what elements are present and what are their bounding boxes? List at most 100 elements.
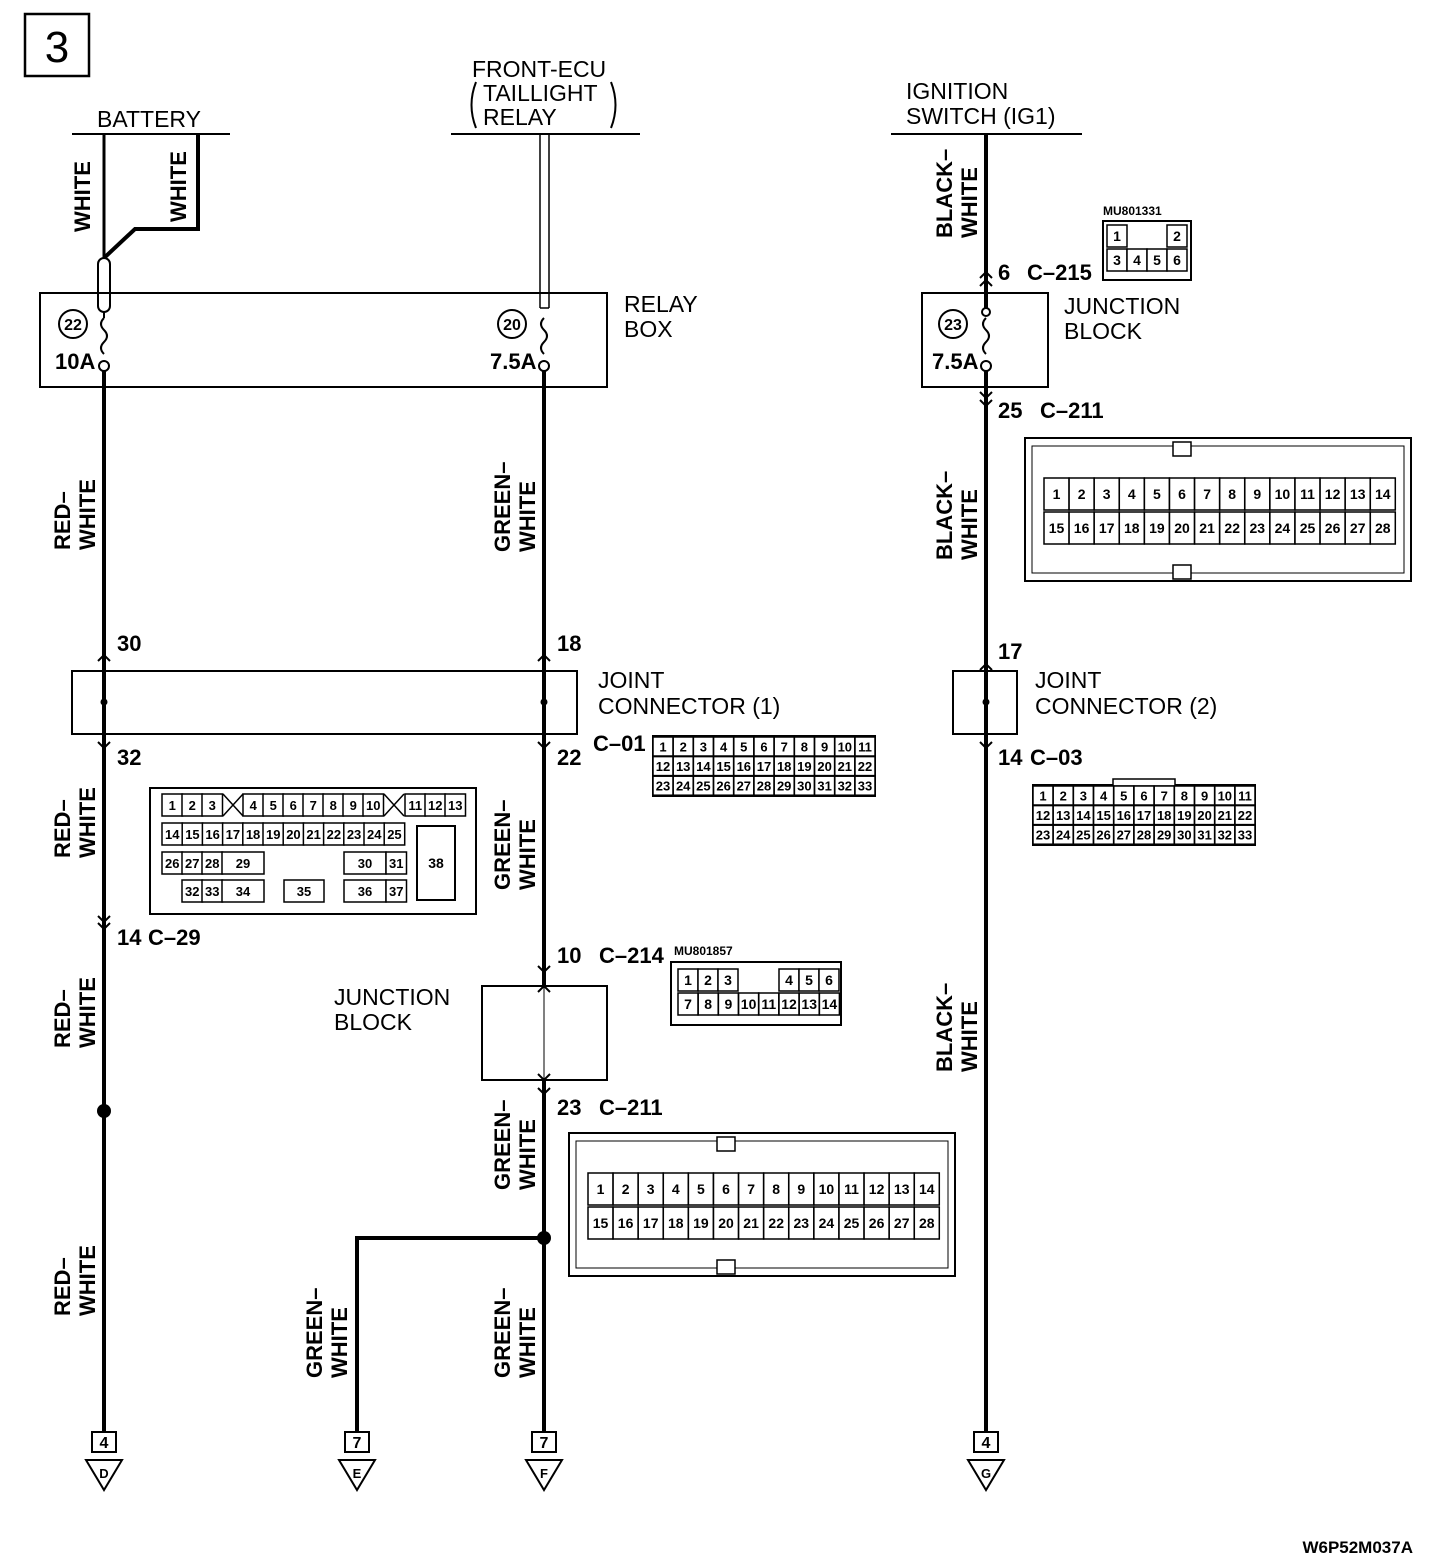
c211-upper-pin-23: 23 — [1250, 520, 1266, 536]
c29-pin-18: 18 — [246, 827, 260, 842]
c215-pin-2: 2 — [1173, 228, 1181, 244]
wire-color-green-white-2b: WHITE — [515, 819, 540, 890]
c29-pin-36: 36 — [358, 884, 372, 899]
c01-pin-17: 17 — [757, 759, 771, 774]
terminal-f-letter: F — [540, 1466, 548, 1481]
c29-pin-12: 12 — [428, 798, 442, 813]
wire-color-black-white-2a: BLACK– — [932, 471, 957, 560]
pin-25: 25 — [998, 398, 1022, 423]
wire-color-white-1: WHITE — [70, 161, 95, 232]
wire-color-black-white-1b: WHITE — [957, 167, 982, 238]
joint-connector-2-label-2: CONNECTOR (2) — [1035, 693, 1217, 719]
fuse-22-number: 22 — [64, 317, 82, 334]
c29-pin-37: 37 — [389, 884, 403, 899]
c29-pin-6: 6 — [290, 798, 297, 813]
c01-pin-1: 1 — [659, 740, 666, 755]
c03-pin-32: 32 — [1218, 828, 1232, 843]
wire-color-red-white-1a: RED– — [50, 491, 75, 550]
terminal-f-number: 7 — [540, 1435, 549, 1452]
c01-pin-22: 22 — [858, 759, 872, 774]
c03-pin-18: 18 — [1157, 808, 1171, 823]
page-number: 3 — [45, 23, 69, 72]
c211-upper-pin-19: 19 — [1149, 520, 1165, 536]
c03-pin-13: 13 — [1056, 808, 1070, 823]
wire-color-black-white-2b: WHITE — [957, 489, 982, 560]
c211-lower-pin-7: 7 — [747, 1181, 755, 1197]
ignition-circuit — [980, 134, 992, 1432]
c01-pin-11: 11 — [858, 740, 872, 755]
pin-14-c03: 14 — [998, 745, 1023, 770]
c211-upper-pin-22: 22 — [1224, 520, 1240, 536]
c29-pin-27: 27 — [185, 856, 199, 871]
fuse-23-number: 23 — [944, 317, 962, 334]
terminal-f: 7 F — [524, 1431, 564, 1492]
c215-pin-4: 4 — [1133, 252, 1141, 268]
c29-pin-29: 29 — [236, 856, 250, 871]
c211-lower-pin-27: 27 — [894, 1215, 910, 1231]
c214-pin-6: 6 — [825, 972, 833, 988]
c01-pin-4: 4 — [720, 740, 728, 755]
junction-block-middle-label-1: JUNCTION — [334, 984, 450, 1010]
c215-label: C–215 — [1027, 260, 1092, 285]
c214-pin-3: 3 — [724, 972, 732, 988]
part-number-mu801857: MU801857 — [674, 944, 733, 958]
wire-color-black-white-1a: BLACK– — [932, 149, 957, 238]
c211-upper-pin-7: 7 — [1203, 486, 1211, 502]
c215-pin-3: 3 — [1113, 252, 1121, 268]
wire-color-green-white-4a: GREEN– — [302, 1288, 327, 1378]
c214-pin-14: 14 — [822, 996, 838, 1012]
c03-pin-26: 26 — [1096, 828, 1110, 843]
ignition-label: IGNITION — [906, 78, 1008, 104]
c211-upper-pin-8: 8 — [1228, 486, 1236, 502]
c01-pin-8: 8 — [801, 740, 808, 755]
c03-pin-23: 23 — [1036, 828, 1050, 843]
fuse-20-number: 20 — [503, 317, 521, 334]
terminal-e-number: 7 — [353, 1435, 362, 1452]
c214-pin-12: 12 — [781, 996, 797, 1012]
joint-connector-1-label-1: JOINT — [598, 667, 664, 693]
c211-upper-pin-28: 28 — [1375, 520, 1391, 536]
c29-pin-5: 5 — [270, 798, 277, 813]
c211-upper-pin-11: 11 — [1300, 486, 1315, 502]
c01-pin-15: 15 — [716, 759, 730, 774]
relay-label: RELAY — [483, 104, 557, 130]
c01-pin-20: 20 — [817, 759, 831, 774]
c211-upper-pin-17: 17 — [1099, 520, 1115, 536]
c211-upper-pin-20: 20 — [1174, 520, 1190, 536]
c03-pin-21: 21 — [1218, 808, 1232, 823]
c03-pin-12: 12 — [1036, 808, 1050, 823]
c01-pin-5: 5 — [740, 740, 747, 755]
pin-23: 23 — [557, 1095, 581, 1120]
c211-upper-pin-1: 1 — [1053, 486, 1061, 502]
fuse-23-rating: 7.5A — [932, 349, 979, 374]
c29-pin-8: 8 — [330, 798, 337, 813]
c29-pin-15: 15 — [185, 827, 199, 842]
c211-lower-pin-8: 8 — [772, 1181, 780, 1197]
c03-pin-30: 30 — [1177, 828, 1191, 843]
c01-pin-33: 33 — [858, 779, 872, 794]
c01-pin-28: 28 — [757, 779, 771, 794]
terminal-g-letter: G — [981, 1466, 991, 1481]
c211-lower-pin-11: 11 — [844, 1181, 859, 1197]
wire-color-green-white-3b: WHITE — [515, 1119, 540, 1190]
c03-pin-15: 15 — [1096, 808, 1110, 823]
c01-pin-10: 10 — [838, 740, 852, 755]
wire-color-green-white-3a: GREEN– — [490, 1100, 515, 1190]
c211-lower-pin-4: 4 — [672, 1181, 680, 1197]
c01-pin-25: 25 — [696, 779, 710, 794]
c214-pin-5: 5 — [805, 972, 813, 988]
c214-label: C–214 — [599, 943, 665, 968]
c214-pin-9: 9 — [725, 996, 733, 1012]
c211-upper-pin-5: 5 — [1153, 486, 1161, 502]
c211-label-right: C–211 — [1040, 398, 1104, 423]
wire-color-red-white-4b: WHITE — [75, 1245, 100, 1316]
wire-color-green-white-4b: WHITE — [327, 1307, 352, 1378]
c29-pin-7: 7 — [310, 798, 317, 813]
c211-lower-pin-6: 6 — [722, 1181, 730, 1197]
c29-pin-22: 22 — [327, 827, 341, 842]
c29-pin-17: 17 — [226, 827, 240, 842]
wire-color-red-white-3a: RED– — [50, 989, 75, 1048]
wire-color-white-2: WHITE — [166, 151, 191, 222]
